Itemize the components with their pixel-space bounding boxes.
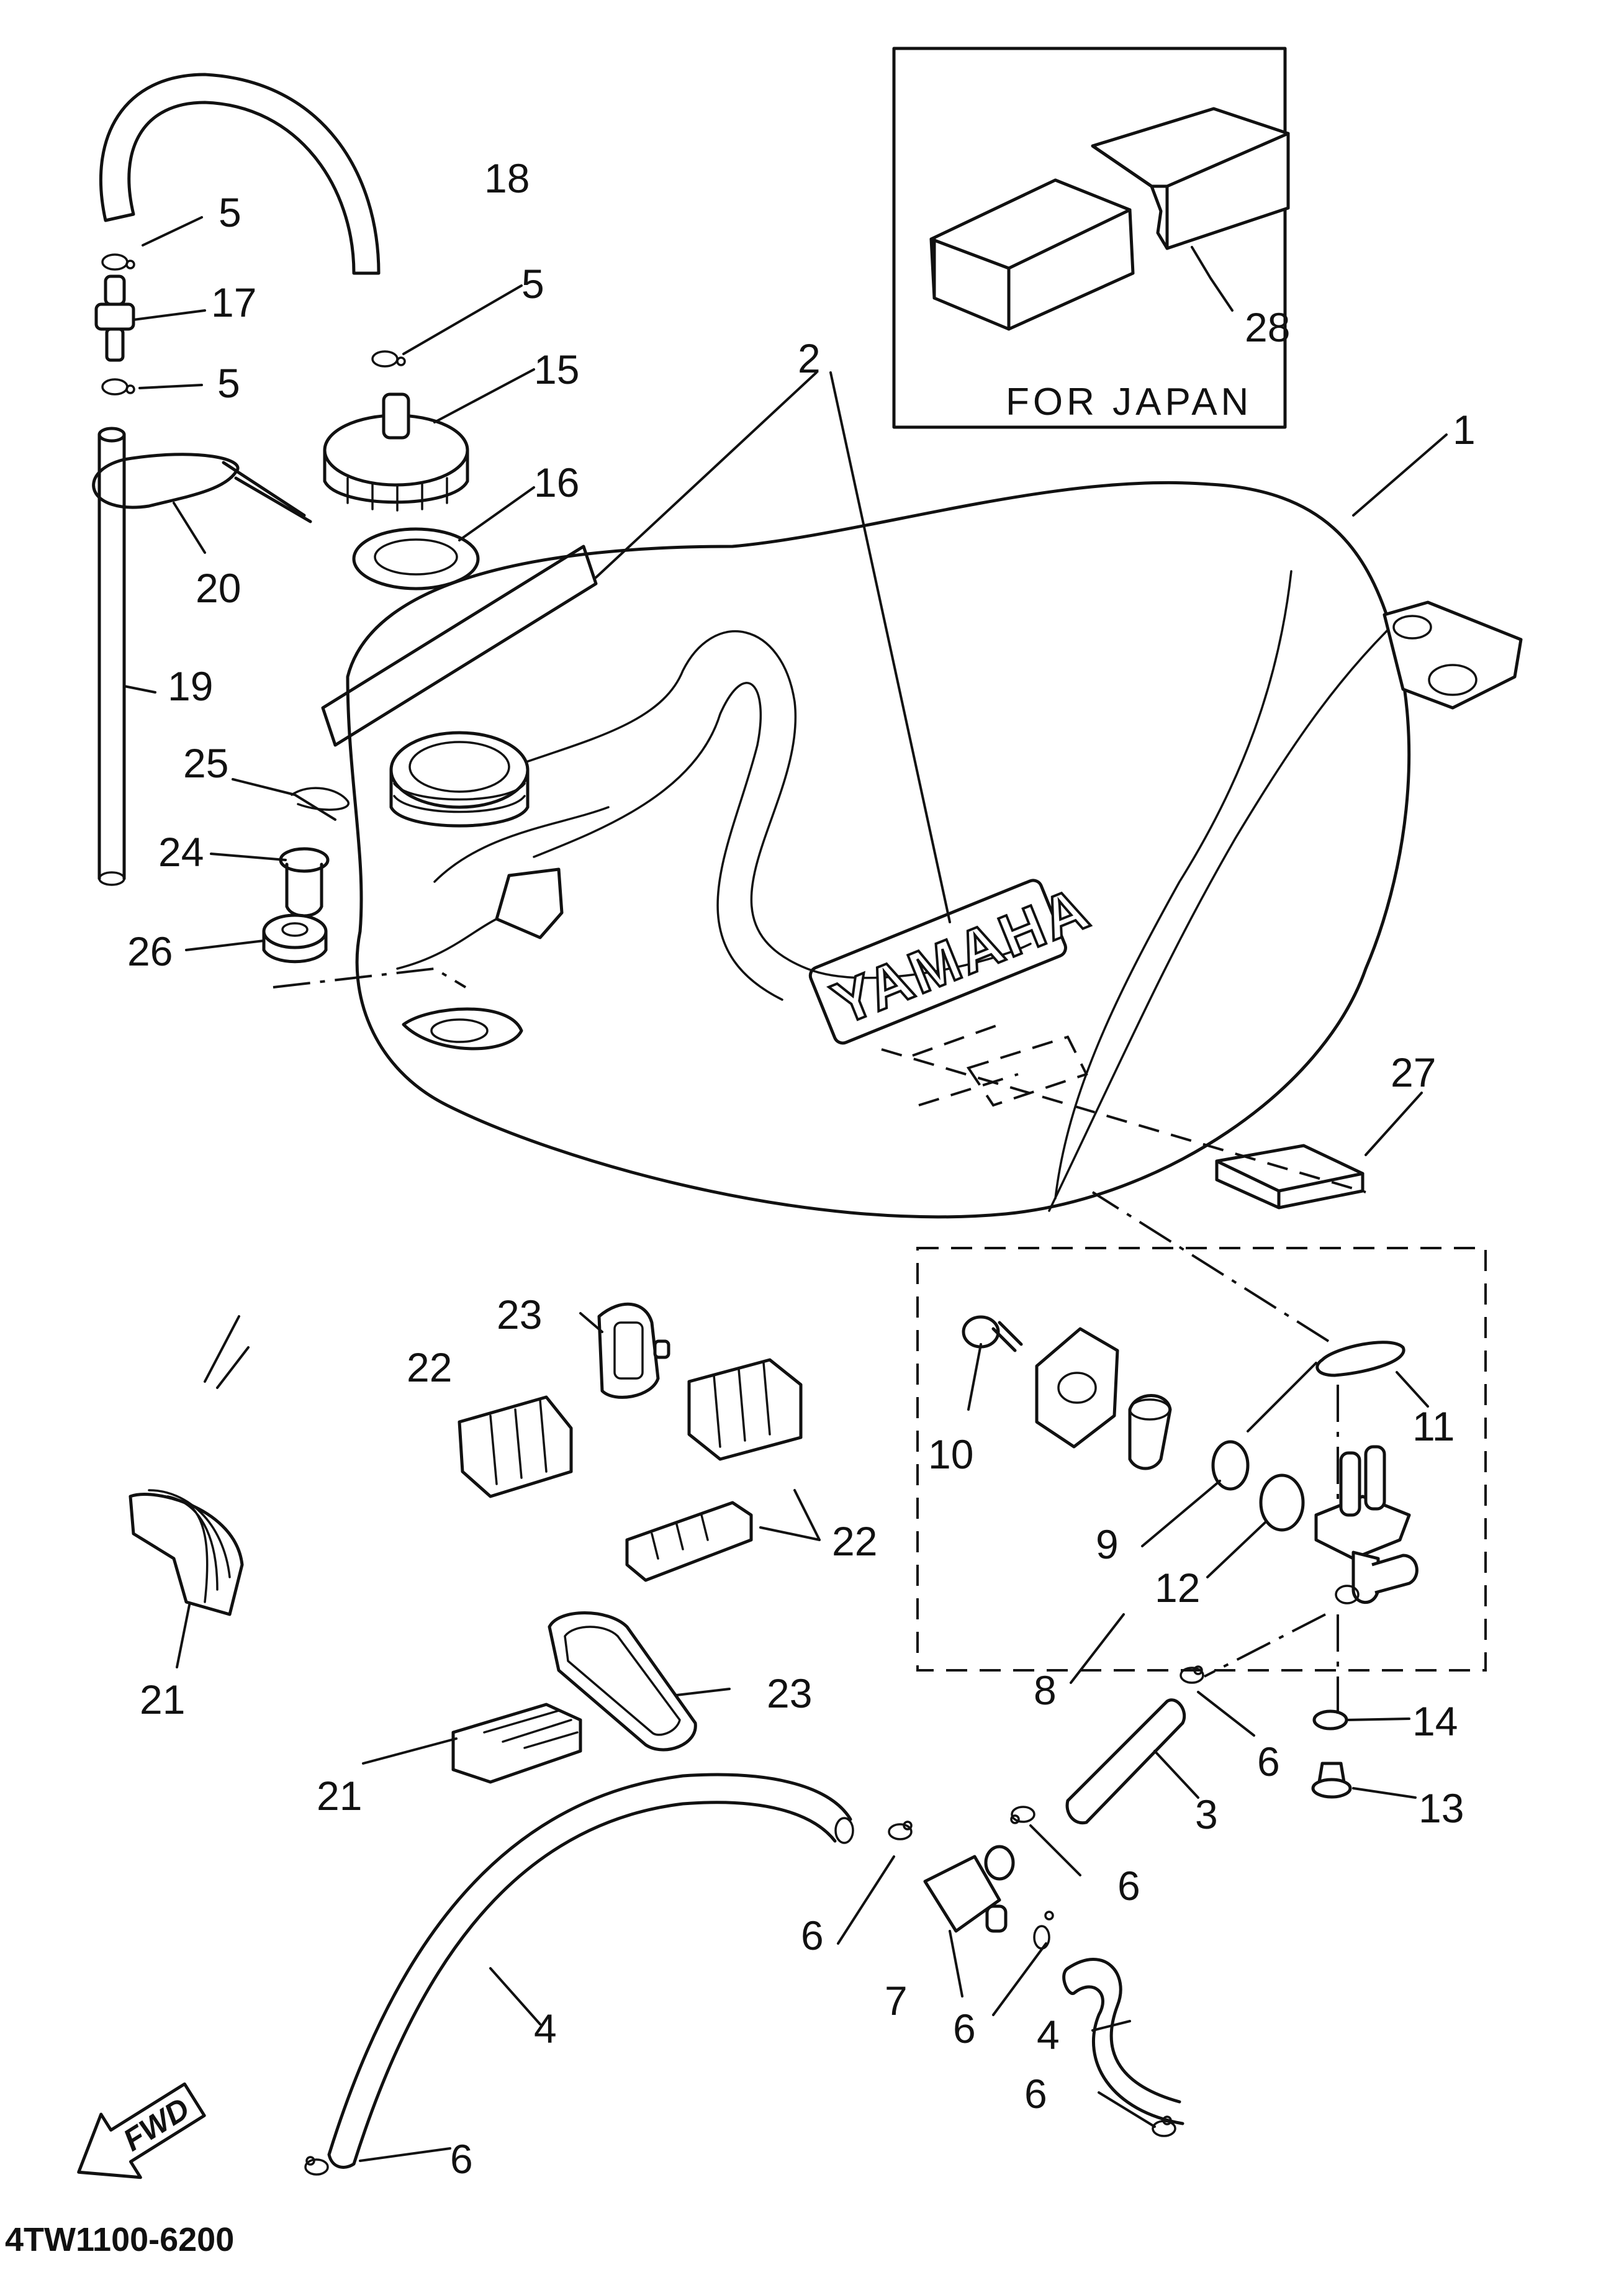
callout-11: 11 — [1412, 1403, 1455, 1449]
callout-20: 20 — [196, 565, 241, 611]
callout-3: 3 — [1195, 1791, 1218, 1837]
part-12-seal — [1259, 1473, 1305, 1532]
part-6-clamp-e — [304, 2156, 329, 2176]
part-8-petcock-assembly — [916, 1247, 1487, 1672]
part-20-cable-tie — [92, 453, 312, 523]
callout-4-left: 4 — [534, 2006, 557, 2052]
japan-inset-frame — [892, 47, 1287, 429]
callout-6-d: 6 — [953, 2006, 976, 2052]
part-24-collar — [279, 847, 330, 918]
part-7-three-way-joint — [923, 1845, 1015, 1933]
part-14-washer — [1312, 1709, 1348, 1731]
part-18-breather-hose — [99, 73, 381, 275]
diagram-code: 4TW1100-6200 — [5, 2221, 234, 2258]
part-22-damper-a — [458, 1395, 573, 1498]
callout-4-right: 4 — [1037, 2012, 1060, 2058]
callout-14: 14 — [1412, 1698, 1458, 1744]
part-28-foam-block — [929, 107, 1290, 331]
part-6-clamp-a — [1180, 1665, 1204, 1684]
callout-24: 24 — [158, 829, 204, 875]
callout-21-left: 21 — [140, 1676, 185, 1722]
callout-leader-lines — [123, 216, 1448, 2162]
petcock-filter — [1128, 1394, 1172, 1470]
part-19-breather-pipe — [97, 427, 126, 886]
assembly-guide-lines — [273, 967, 1366, 1714]
callout-15: 15 — [534, 346, 579, 392]
inset-label: FOR JAPAN — [1006, 381, 1252, 423]
part-9-o-ring — [1211, 1440, 1250, 1491]
part-2-decal — [321, 545, 598, 747]
yamaha-emblem: YAMAHA — [808, 873, 1101, 1045]
callout-6-b: 6 — [1117, 1863, 1140, 1909]
part-6-clamp-f — [1152, 2115, 1176, 2137]
callout-5-c: 5 — [217, 360, 240, 406]
part-25-clip — [291, 787, 350, 811]
tank-filler-neck — [389, 731, 530, 828]
callout-22-b: 22 — [832, 1518, 877, 1564]
part-15-fuel-cap — [323, 392, 469, 512]
callout-26: 26 — [127, 928, 173, 974]
callout-18: 18 — [484, 155, 530, 201]
part-10-screw — [962, 1315, 1023, 1352]
part-21-damper-lower — [451, 1703, 582, 1784]
part-5-clamp-upper — [101, 253, 135, 271]
part-21-damper-left — [129, 1489, 244, 1616]
part-17-hose-fitting — [94, 274, 135, 362]
part-5-clamp-lower — [101, 378, 135, 396]
petcock-valve — [1314, 1445, 1419, 1604]
part-6-clamp-c — [888, 1821, 913, 1840]
part-13-bolt — [1311, 1762, 1352, 1799]
callout-25: 25 — [183, 740, 228, 786]
callout-2: 2 — [798, 335, 821, 381]
part-3-fuel-hose — [1065, 1698, 1186, 1825]
part-5-clamp-hose-end — [371, 350, 406, 368]
callout-28: 28 — [1245, 304, 1290, 350]
callout-6-f: 6 — [1024, 2071, 1047, 2117]
callout-7: 7 — [885, 1978, 908, 2024]
part-22-damper-c — [625, 1501, 753, 1582]
callout-8: 8 — [1034, 1667, 1057, 1713]
callout-5-b: 5 — [521, 261, 544, 307]
callout-19: 19 — [168, 663, 213, 709]
callout-16: 16 — [534, 459, 579, 505]
callout-6-c: 6 — [801, 1912, 824, 1958]
japan-inset: FOR JAPAN — [892, 47, 1290, 429]
callout-27: 27 — [1391, 1049, 1436, 1095]
callout-17: 17 — [211, 279, 256, 325]
callout-9: 9 — [1096, 1521, 1119, 1567]
callout-6-a: 6 — [1257, 1739, 1280, 1785]
petcock-dashed-frame — [916, 1247, 1487, 1672]
callout-numbers: 1 2 3 4 4 5 5 5 6 6 6 6 6 6 7 8 9 10 11 … — [127, 155, 1476, 2182]
callout-21-lower: 21 — [317, 1773, 362, 1819]
callout-12: 12 — [1155, 1565, 1200, 1611]
callout-1: 1 — [1453, 407, 1476, 453]
part-23-grommet-lower — [548, 1611, 697, 1752]
callout-6-e: 6 — [450, 2136, 473, 2182]
part-6-clamp-d — [1033, 1911, 1054, 1950]
part-16-cap-gasket — [352, 527, 480, 590]
part-26-damper — [262, 913, 328, 964]
part-6-clamp-b — [1010, 1806, 1035, 1824]
part-22-damper-b — [687, 1358, 803, 1461]
callout-5-a: 5 — [219, 189, 241, 235]
part-4-fuel-hose-right — [1062, 1958, 1184, 2125]
part-27-pad — [1215, 1144, 1365, 1210]
part-4-fuel-hose-left — [327, 1773, 852, 2169]
callout-22-a: 22 — [407, 1344, 452, 1390]
callout-23-b: 23 — [767, 1670, 812, 1716]
callout-23-a: 23 — [497, 1292, 542, 1337]
part-23-grommet-upper — [597, 1302, 670, 1399]
fwd-direction-arrow: FWD — [77, 2082, 206, 2179]
part-11-gasket — [1315, 1341, 1405, 1377]
callout-13: 13 — [1419, 1785, 1464, 1831]
callout-10: 10 — [928, 1431, 973, 1477]
